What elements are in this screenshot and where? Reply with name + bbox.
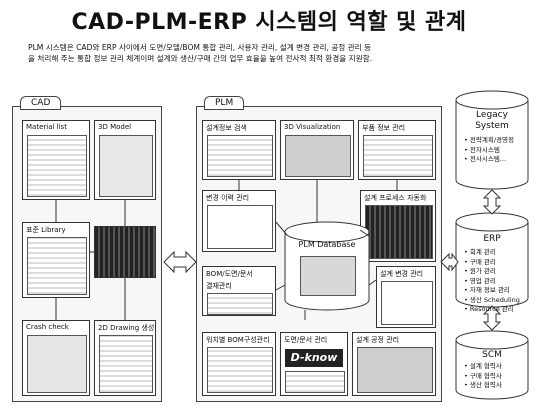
erp-item: • 원가 관리 — [464, 267, 496, 275]
cad-plm-double-arrow — [163, 250, 197, 274]
erp-item: • 자재 정보 관리 — [464, 286, 510, 294]
connector-lines — [55, 180, 398, 320]
design-change-label: 설계 변경 관리 — [380, 270, 424, 278]
erp-title: ERP — [483, 234, 501, 244]
erp-cylinder — [455, 212, 529, 308]
change-history-screenshot — [207, 205, 273, 249]
doc-mgmt-panel: 도면/문서 관리 D-know — [280, 332, 348, 396]
part-info-label: 부품 정보 관리 — [362, 124, 406, 132]
erp-item: • Resource 관리 — [464, 305, 514, 313]
doc-mgmt-screenshot — [285, 371, 345, 393]
crash-check-label: Crash check — [26, 323, 69, 331]
legacy-item: • 전략계획/경영정 — [464, 136, 514, 144]
design-search-panel: 설계정보 검색 — [202, 120, 276, 180]
scm-item: • 생산 협력사 — [464, 381, 502, 389]
process-auto-panel: 설계 프로세스 자동화 — [360, 190, 436, 262]
visualization-screenshot — [285, 135, 351, 177]
design-search-screenshot — [207, 135, 273, 177]
description: PLM 시스템은 CAD와 ERP 사이에서 도면/모델/BOM 통합 관리, … — [28, 42, 528, 64]
erp-list: • 회계 관리 • 구매 관리 • 원가 관리 • 영업 관리 • 자재 정보 … — [458, 248, 534, 315]
library-label: 표준 Library — [26, 226, 66, 234]
visualization-panel: 3D Visualization — [280, 120, 354, 180]
scm-cylinder — [455, 330, 529, 400]
plm-database-screenshot — [300, 256, 356, 296]
material-list-screenshot — [27, 135, 87, 197]
model-3d-panel: 3D Model — [94, 120, 156, 200]
design-change-panel: 설계 변경 관리 — [376, 266, 436, 328]
erp-item: • 구매 관리 — [464, 257, 496, 266]
plm-tab: PLM — [204, 96, 245, 110]
change-history-label: 변경 이력 관리 — [206, 194, 250, 202]
cad-tab: CAD — [20, 96, 62, 110]
legacy-list: • 전략계획/경영정 • 전자시스템 • 전사시스템… — [458, 136, 534, 165]
legacy-title: Legacy System — [456, 110, 528, 132]
crash-check-screenshot — [27, 335, 87, 393]
library-panel: 표준 Library — [22, 222, 90, 298]
legacy-item: • 전자시스템 — [464, 145, 500, 154]
approval-label: 결재관리 — [206, 282, 232, 290]
model-3d-label: 3D Model — [98, 123, 132, 131]
visualization-label: 3D Visualization — [284, 123, 341, 131]
description-line-1: PLM 시스템은 CAD와 ERP 사이에서 도면/모델/BOM 통합 관리, … — [28, 43, 372, 52]
scm-item: • 구매 협력사 — [464, 371, 502, 380]
model-3d-screenshot — [99, 135, 153, 197]
bom-config-label: 워치별 BOM구성관리 — [206, 336, 270, 344]
scm-title: SCM — [482, 350, 502, 360]
library-screenshot — [27, 237, 87, 295]
erp-item: • 회계 관리 — [464, 248, 496, 256]
plm-database-label: PLM Database — [298, 240, 356, 249]
scm-list: • 설계 협력사 • 구매 협력사 • 생산 협력사 — [458, 362, 534, 391]
bom-config-screenshot — [207, 347, 273, 393]
design-process-screenshot — [357, 347, 433, 393]
material-list-label: Material list — [26, 123, 67, 131]
cad-main-screenshot — [94, 226, 156, 278]
bom-config-panel: 워치별 BOM구성관리 — [202, 332, 276, 396]
erp-scm-double-arrow — [482, 305, 502, 331]
doc-mgmt-label: 도면/문서 관리 — [284, 336, 328, 344]
description-line-2: 을 처리해 주는 통합 정보 관리 체계이며 설계와 생산/구매 간의 업무 효… — [28, 54, 372, 63]
design-change-screenshot — [381, 281, 433, 325]
drawing-2d-screenshot — [99, 335, 153, 393]
dknow-logo: D-know — [285, 349, 343, 367]
page-title: CAD-PLM-ERP 시스템의 역할 및 관계 — [71, 10, 467, 35]
legacy-title-line-1: Legacy — [476, 110, 508, 120]
drawing-2d-label: 2D Drawing 생성 — [98, 324, 155, 332]
drawing-2d-panel: 2D Drawing 생성 — [94, 320, 156, 396]
process-auto-screenshot — [365, 205, 433, 259]
material-list-panel: Material list — [22, 120, 90, 200]
design-search-label: 설계정보 검색 — [206, 124, 247, 132]
process-auto-label: 설계 프로세스 자동화 — [364, 194, 427, 202]
legacy-erp-double-arrow — [482, 189, 502, 215]
crash-check-panel: Crash check — [22, 320, 90, 396]
change-history-panel: 변경 이력 관리 — [202, 190, 276, 252]
bom-doc-screenshot — [207, 293, 273, 315]
design-process-label: 설계 공정 관리 — [356, 336, 400, 344]
bom-doc-panel: BOM/도면/문서 결재관리 — [202, 266, 276, 316]
design-process-panel: 설계 공정 관리 — [352, 332, 436, 396]
part-info-panel: 부품 정보 관리 — [358, 120, 436, 180]
legacy-title-line-2: System — [475, 121, 509, 131]
erp-item: • 영업 관리 — [464, 276, 496, 285]
scm-item: • 설계 협력사 — [464, 362, 502, 370]
legacy-cylinder — [455, 90, 529, 190]
part-info-screenshot — [363, 135, 433, 177]
plm-erp-double-arrow — [440, 252, 459, 272]
bom-doc-label: BOM/도면/문서 — [206, 270, 253, 278]
legacy-item: • 전사시스템… — [464, 155, 507, 163]
erp-item: • 생산 Scheduling — [464, 295, 520, 304]
